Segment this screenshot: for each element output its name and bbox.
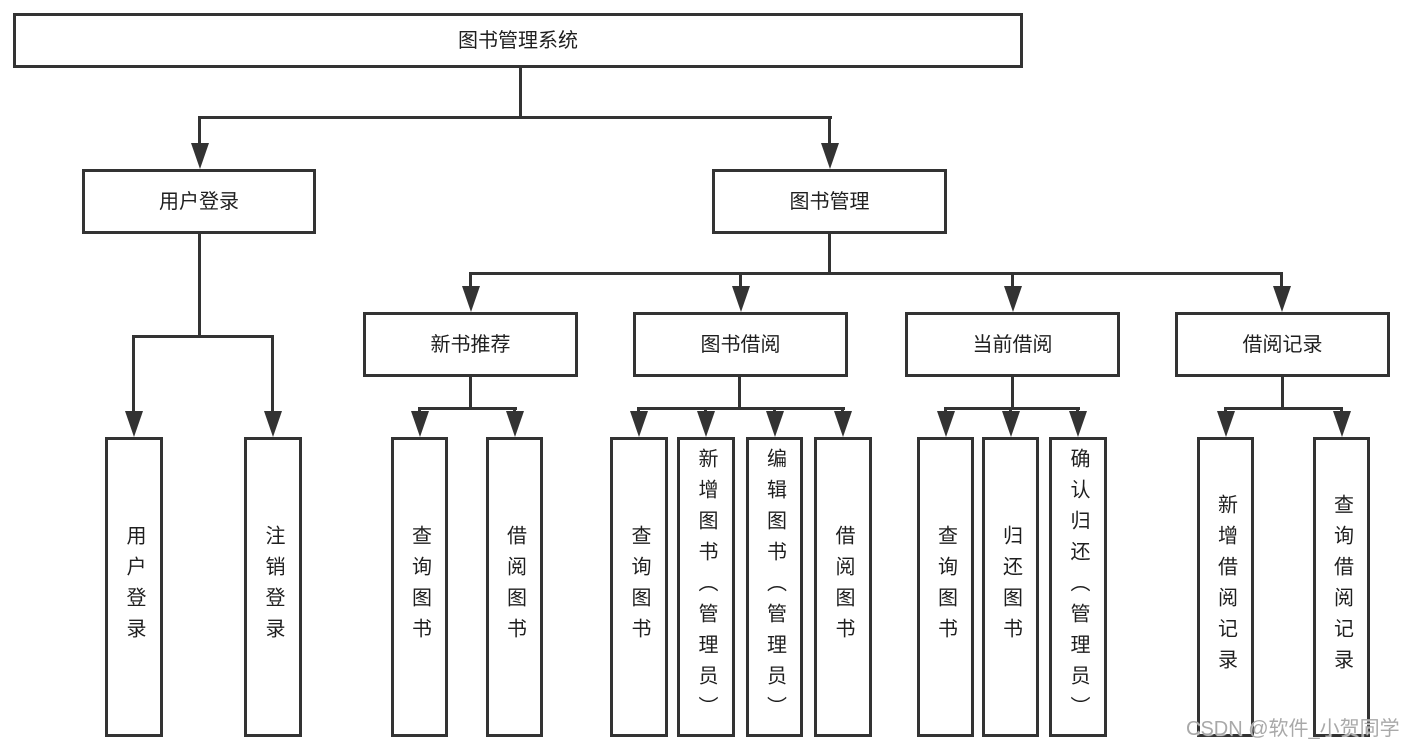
node-label: 当前借阅 <box>972 333 1053 356</box>
node-book-management-system: 图书管理系统 <box>13 13 1023 68</box>
leaf-return-books: 归还图书 <box>982 437 1039 737</box>
connector-line <box>637 407 845 410</box>
connector-line <box>198 116 201 150</box>
node-label: 图书借阅 <box>700 333 781 356</box>
node-label: 查询图书 <box>628 525 650 649</box>
arrowhead-icon <box>630 411 648 437</box>
leaf-query-borrow-record: 查询借阅记录 <box>1313 437 1370 737</box>
leaf-edit-books-admin: 编辑图书（管理员） <box>746 437 803 737</box>
connector-line <box>828 116 831 150</box>
leaf-query-books-1: 查询图书 <box>391 437 448 737</box>
connector-line <box>739 272 742 294</box>
arrowhead-icon <box>937 411 955 437</box>
leaf-borrow-books-1: 借阅图书 <box>486 437 543 737</box>
connector-line <box>198 116 832 119</box>
arrowhead-icon <box>411 411 429 437</box>
connector-line <box>1280 272 1283 294</box>
connector-line <box>1281 377 1284 409</box>
node-label: 查询图书 <box>934 525 957 649</box>
node-new-book-recommend: 新书推荐 <box>363 312 578 377</box>
arrowhead-icon <box>264 411 282 437</box>
leaf-add-books-admin: 新增图书（管理员） <box>677 437 735 737</box>
leaf-borrow-books-2: 借阅图书 <box>814 437 872 737</box>
csdn-watermark: CSDN @软件_小贺同学 <box>1186 718 1400 740</box>
node-label: 新书推荐 <box>430 333 511 356</box>
arrowhead-icon <box>125 411 143 437</box>
node-label: 借阅记录 <box>1242 333 1323 356</box>
connector-line <box>271 335 274 415</box>
arrowhead-icon <box>1004 286 1022 312</box>
arrowhead-icon <box>834 411 852 437</box>
arrowhead-icon <box>821 143 839 169</box>
node-label: 新增借阅记录 <box>1214 494 1237 680</box>
node-label: 用户登录 <box>159 190 239 213</box>
connector-line <box>1011 272 1014 294</box>
connector-line <box>1224 407 1343 410</box>
node-book-management: 图书管理 <box>712 169 947 234</box>
arrowhead-icon <box>1217 411 1235 437</box>
arrowhead-icon <box>506 411 524 437</box>
node-borrowing-records: 借阅记录 <box>1175 312 1390 377</box>
connector-line <box>132 335 135 415</box>
arrowhead-icon <box>732 286 750 312</box>
connector-line <box>469 272 1283 275</box>
connector-line <box>1011 377 1014 409</box>
connector-line <box>469 377 472 409</box>
connector-line <box>418 407 517 410</box>
arrowhead-icon <box>191 143 209 169</box>
node-label: 确认归还（管理员） <box>1067 447 1089 727</box>
leaf-query-books-2: 查询图书 <box>610 437 668 737</box>
node-label: 编辑图书（管理员） <box>763 447 786 727</box>
connector-line <box>469 272 472 294</box>
leaf-logout: 注销登录 <box>244 437 302 737</box>
leaf-confirm-return-admin: 确认归还（管理员） <box>1049 437 1107 737</box>
node-label: 注销登录 <box>262 525 284 649</box>
node-label: 归还图书 <box>999 525 1022 649</box>
arrowhead-icon <box>697 411 715 437</box>
node-label: 查询图书 <box>408 525 431 649</box>
node-label: 借阅图书 <box>832 525 854 649</box>
connector-line <box>198 234 201 337</box>
node-current-borrowing: 当前借阅 <box>905 312 1120 377</box>
connector-line <box>828 234 831 274</box>
arrowhead-icon <box>462 286 480 312</box>
arrowhead-icon <box>766 411 784 437</box>
leaf-add-borrow-record: 新增借阅记录 <box>1197 437 1254 737</box>
node-label: 查询借阅记录 <box>1330 494 1353 680</box>
node-book-borrowing: 图书借阅 <box>633 312 848 377</box>
connector-line <box>519 67 522 118</box>
connector-line <box>738 377 741 409</box>
node-user-login: 用户登录 <box>82 169 316 234</box>
node-label: 新增图书（管理员） <box>695 447 717 727</box>
arrowhead-icon <box>1002 411 1020 437</box>
node-label: 借阅图书 <box>503 525 526 649</box>
leaf-user-login: 用户登录 <box>105 437 163 737</box>
arrowhead-icon <box>1273 286 1291 312</box>
node-label: 图书管理系统 <box>458 29 578 52</box>
node-label: 图书管理 <box>789 190 870 213</box>
node-label: 用户登录 <box>123 525 145 649</box>
arrowhead-icon <box>1333 411 1351 437</box>
leaf-query-books-3: 查询图书 <box>917 437 974 737</box>
connector-line <box>944 407 1080 410</box>
arrowhead-icon <box>1069 411 1087 437</box>
connector-line <box>132 335 274 338</box>
